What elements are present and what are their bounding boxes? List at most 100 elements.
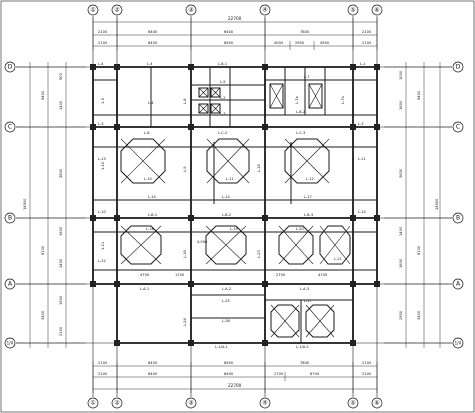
beam-label: L-14 xyxy=(222,195,231,199)
octagon-opening xyxy=(120,138,166,184)
axis-bubble: C xyxy=(8,124,12,131)
top-dim2: 6400 xyxy=(148,41,158,45)
beam-label: L-2 xyxy=(220,96,226,100)
bottom-dim: 6400 xyxy=(224,361,234,365)
top-dim2: 4900 xyxy=(320,41,330,45)
top-dim: 6400 xyxy=(224,30,234,34)
right-seg-dim: 5400 xyxy=(417,90,421,100)
right-sub-dim: 1600 xyxy=(399,100,403,110)
bottom-dim2: 2100 xyxy=(362,372,372,376)
beam-label: L-14 xyxy=(148,195,157,199)
left-sub-dim: 2100 xyxy=(59,326,63,336)
inner-dim: 2700 xyxy=(276,273,286,277)
beam-label: L-3 xyxy=(358,122,364,126)
stair-opening xyxy=(308,83,323,109)
axis-bubble: ① xyxy=(90,7,95,14)
beam-label: 1-9 xyxy=(101,97,105,104)
beam-label: L-5 xyxy=(220,80,226,84)
octagon-opening xyxy=(284,138,330,184)
bottom-dim2: 6700 xyxy=(310,372,320,376)
beam-label: L-15 xyxy=(257,164,261,172)
bottom-dim2: 2700 xyxy=(274,372,284,376)
bottom-dim: 7800 xyxy=(300,361,310,365)
axis-bubble: ① xyxy=(90,400,95,407)
stair-opening xyxy=(269,83,284,109)
axis-bubble: ② xyxy=(114,7,120,14)
beam-label: L-C-2 xyxy=(218,131,227,135)
inner-dim: 4700 xyxy=(318,273,328,277)
beam-label: L-4 xyxy=(148,101,154,105)
left-total-dim: 14900 xyxy=(23,198,27,210)
beam-label: L-1/A-1 xyxy=(215,345,228,349)
beam-label: L-17 xyxy=(304,195,312,199)
top-dim2: 2900 xyxy=(295,41,305,45)
stair-opening xyxy=(198,103,209,114)
left-seg-dim: 6100 xyxy=(41,245,45,255)
axis-bubble: ④ xyxy=(262,7,267,14)
beam-label: L-4 xyxy=(147,62,153,66)
elevation-note: 4.000 xyxy=(197,240,208,244)
right-axis-bubbles: D C B A 1/A xyxy=(452,61,464,349)
top-total-dim: 22700 xyxy=(228,16,242,21)
axis-bubble: A xyxy=(8,281,13,288)
left-sub-dim: 1400 xyxy=(59,258,63,268)
top-dim: 2100 xyxy=(362,30,372,34)
beam-label: L-A-2 xyxy=(222,287,231,291)
secondary-beams xyxy=(93,67,377,343)
beam-label: L-16 xyxy=(183,249,187,258)
bottom-dim: 2100 xyxy=(98,361,108,365)
axis-bubble: ② xyxy=(114,400,120,407)
left-sub-dim: 1400 xyxy=(59,100,63,110)
axis-bubble: D xyxy=(456,64,461,71)
octagon-opening xyxy=(278,225,314,265)
right-seg-dim: 3400 xyxy=(417,310,421,320)
beam-label: L-10 xyxy=(98,210,107,214)
axis-bubble: 1/A xyxy=(7,341,14,346)
beam-label: L-20 xyxy=(296,227,305,231)
axis-grid xyxy=(16,16,452,397)
beam-label: L-7 xyxy=(304,75,310,79)
top-dim: 7800 xyxy=(300,30,310,34)
octagonal-openings xyxy=(120,83,351,338)
beam-label: L-1 xyxy=(360,62,366,66)
stair-opening xyxy=(210,87,221,98)
octagon-opening xyxy=(270,304,300,338)
left-dimensions: 14900 5400 6100 3400 900 1400 3600 1600 … xyxy=(16,62,86,348)
inner-dim: 1700 xyxy=(175,273,185,277)
beam-label: L-3 xyxy=(220,112,226,116)
columns xyxy=(90,64,380,346)
axis-bubble: ⑥ xyxy=(374,7,379,14)
beam-label: L-B-1 xyxy=(148,213,157,217)
beam-label: L-27 xyxy=(304,299,312,303)
beam-label: L-7a xyxy=(295,96,299,104)
bottom-total-dim: 22700 xyxy=(228,383,242,388)
beam-label: L-21 xyxy=(334,257,342,261)
bottom-axis-bubbles: ① ② ③ ④ ⑤ ⑥ xyxy=(87,397,383,409)
right-sub-dim: 2900 xyxy=(399,310,403,320)
beam-label: 1-11 xyxy=(101,242,105,250)
top-dimensions: 22700 2100 6400 6400 7800 2100 2100 6400… xyxy=(92,16,378,50)
bottom-dimensions: 2100 6400 6400 7800 2100 2100 6400 6400 … xyxy=(92,361,378,393)
inner-dim: 4700 xyxy=(140,273,150,277)
axis-bubble: C xyxy=(456,124,460,131)
beam-label: L-24 xyxy=(183,317,187,326)
beam-label: L-11 xyxy=(358,157,366,161)
stair-opening xyxy=(198,87,209,98)
axis-bubble: ④ xyxy=(262,400,267,407)
left-sub-dim: 3600 xyxy=(59,168,63,178)
right-seg-dim: 6100 xyxy=(417,245,421,255)
beam-label: L-11 xyxy=(226,177,234,181)
right-sub-dim: 1400 xyxy=(399,226,403,236)
beam-label: L-A-3 xyxy=(300,287,309,291)
main-beams xyxy=(92,66,378,344)
beam-label: L-8 xyxy=(183,98,187,104)
beam-label: L-8-2 xyxy=(296,110,305,114)
top-dim2: 6400 xyxy=(224,41,234,45)
beam-label: L-25 xyxy=(222,299,230,303)
axis-bubble: B xyxy=(8,215,12,222)
octagon-opening xyxy=(206,138,250,184)
right-total-dim: 14900 xyxy=(435,198,439,210)
top-dim2: 4000 xyxy=(274,41,284,45)
octagon-opening xyxy=(319,225,351,265)
